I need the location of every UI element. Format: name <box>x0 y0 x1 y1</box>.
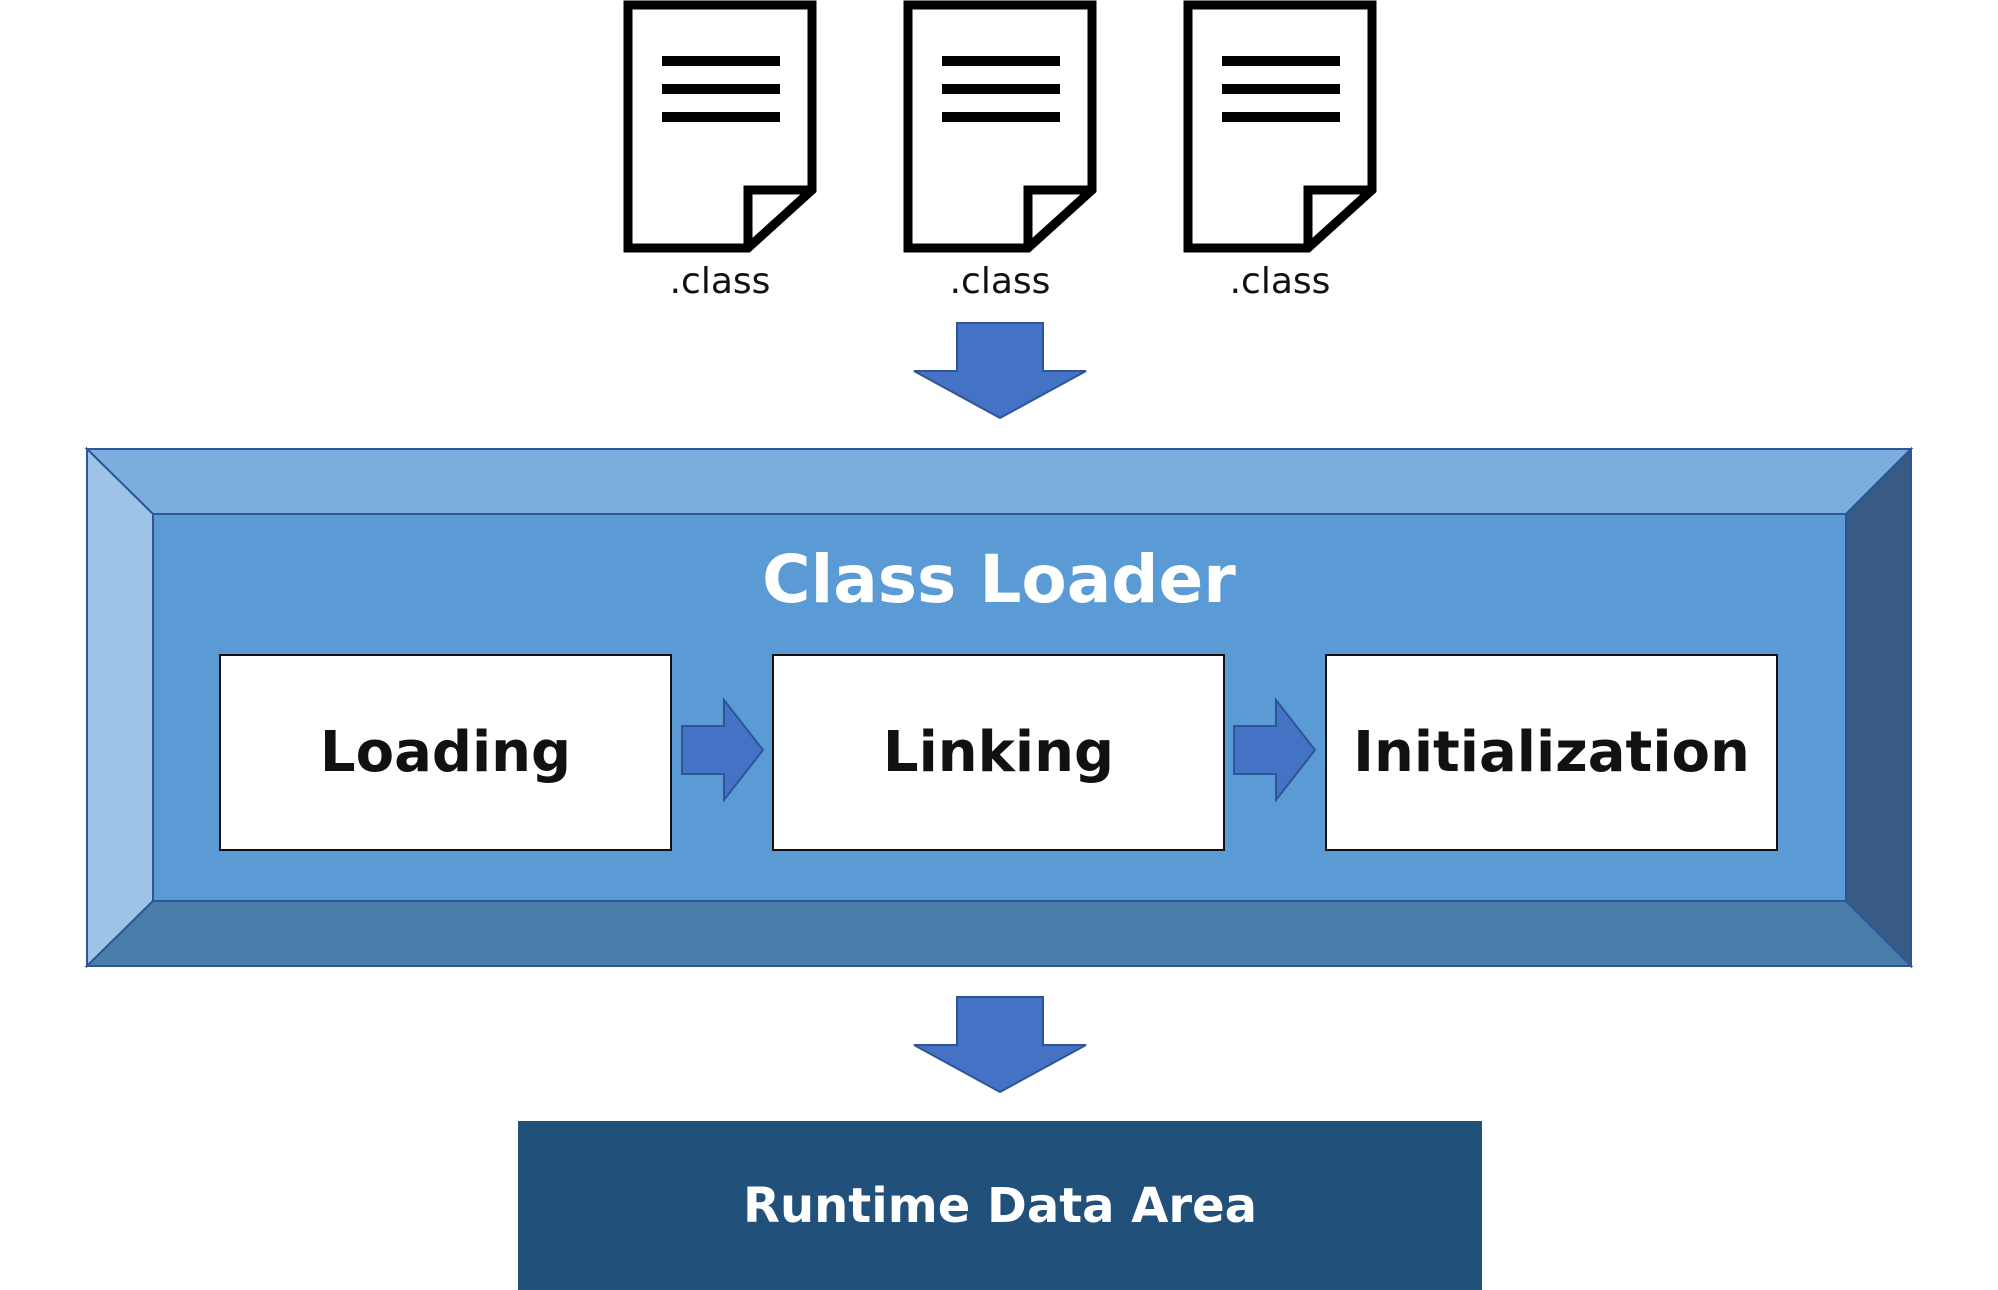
step-label: Loading <box>319 720 572 785</box>
down-arrow-icon <box>913 322 1087 420</box>
class-file-label-1: .class <box>669 261 771 302</box>
class-file-label-3: .class <box>1229 261 1331 302</box>
class-loader-title: Class Loader <box>762 541 1236 618</box>
step-initialization: Initialization <box>1325 654 1778 851</box>
runtime-data-area: Runtime Data Area <box>518 1121 1482 1290</box>
class-file-icon-2 <box>903 0 1097 253</box>
step-linking: Linking <box>772 654 1225 851</box>
right-arrow-icon <box>681 697 765 803</box>
class-file-label-2: .class <box>949 261 1051 302</box>
class-file-icon-1 <box>623 0 817 253</box>
step-label: Linking <box>882 720 1115 785</box>
down-arrow-icon <box>913 996 1087 1094</box>
step-label: Initialization <box>1353 720 1750 785</box>
runtime-label: Runtime Data Area <box>742 1177 1258 1234</box>
class-file-icon-3 <box>1183 0 1377 253</box>
right-arrow-icon <box>1233 697 1317 803</box>
step-loading: Loading <box>219 654 672 851</box>
